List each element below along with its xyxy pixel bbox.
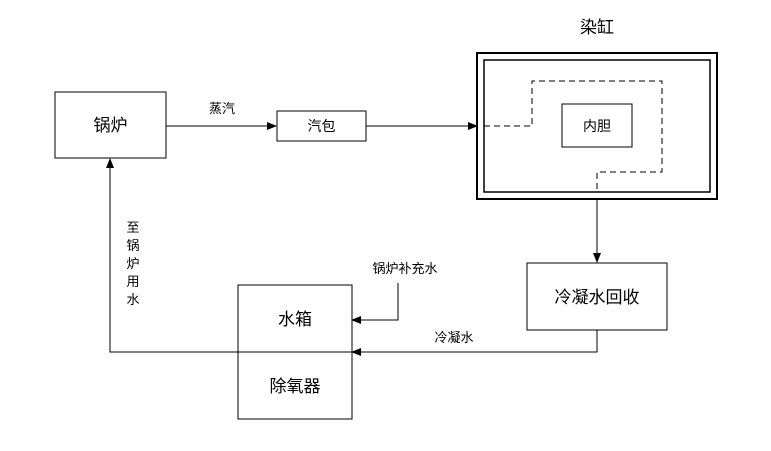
boiler-label: 锅炉 xyxy=(94,116,128,136)
to-boiler-char-0: 至 xyxy=(126,221,139,236)
dye-vat-title: 染缸 xyxy=(580,17,614,38)
to-boiler-char-1: 锅 xyxy=(126,238,139,254)
heating-coil-path xyxy=(484,80,663,192)
steam-label: 蒸汽 xyxy=(209,102,235,117)
feedwater-return-arrow xyxy=(106,158,238,353)
water-tank-label: 水箱 xyxy=(278,310,312,330)
to-boiler-char-2: 炉 xyxy=(126,257,139,272)
condensate-return-arrow xyxy=(351,330,598,356)
inner-liner-label: 内胆 xyxy=(583,119,611,135)
to-boiler-char-3: 用 xyxy=(126,275,139,290)
steam-drum-label: 汽包 xyxy=(308,119,336,135)
makeup-water-label: 锅炉补充水 xyxy=(372,261,437,277)
inner-liner-box xyxy=(561,103,633,148)
condensate-recovery-label: 冷凝水回收 xyxy=(555,288,640,308)
deaerator-label: 除氧器 xyxy=(270,377,321,397)
deaerator-box xyxy=(237,351,353,420)
condensate-label: 冷凝水 xyxy=(434,330,473,346)
makeup-water-arrow xyxy=(351,283,399,324)
to-boiler-char-4: 水 xyxy=(126,293,139,308)
